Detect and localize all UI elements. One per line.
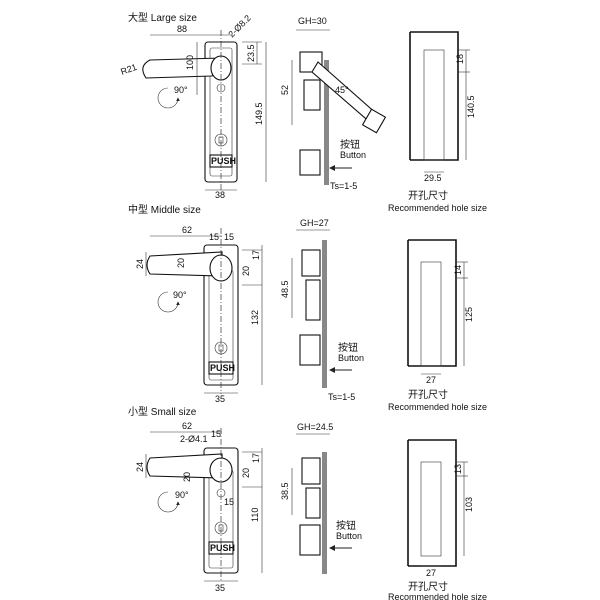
middle-handle xyxy=(146,251,223,277)
large-dim-90deg: 90° xyxy=(174,85,188,95)
small-hole-title-cn: 开孔尺寸 xyxy=(408,580,448,593)
large-dim-r21: R21 xyxy=(119,62,138,77)
small-dim-holes: 2-Ø4.1 xyxy=(180,434,208,444)
small-button-label-en: Button xyxy=(336,531,362,541)
large-front-view: PUSH 88 2-Ø8.2 R21 100 23.5 149.5 38 90° xyxy=(119,13,267,200)
small-dim-90deg: 90° xyxy=(175,490,189,500)
middle-dim-15a: 15 xyxy=(209,232,219,242)
middle-dim-20: 20 xyxy=(176,258,186,268)
middle-hole-dim-27: 27 xyxy=(426,375,436,385)
large-hole-dim-18: 18 xyxy=(455,54,465,64)
small-button-label-cn: 按钮 xyxy=(336,519,356,532)
middle-dim-gh: GH=27 xyxy=(300,218,329,228)
small-dim-20r: 20 xyxy=(241,468,251,478)
small-hole-view: 13 103 27 开孔尺寸 Recommended hole size xyxy=(388,439,487,600)
large-size-section: 大型 Large size PUSH 88 2-Ø8.2 R21 100 23.… xyxy=(119,11,487,213)
large-dim-149-5: 149.5 xyxy=(254,102,264,125)
small-dim-110: 110 xyxy=(250,508,260,522)
small-dim-38-5: 38.5 xyxy=(280,482,290,500)
middle-dim-48-5: 48.5 xyxy=(280,280,290,298)
middle-push-text: PUSH xyxy=(210,363,235,373)
large-dim-100: 100 xyxy=(185,55,195,70)
large-hole-title-cn: 开孔尺寸 xyxy=(408,189,448,202)
middle-front-view: PUSH 62 15 15 24 20 20 17 132 35 90° xyxy=(135,225,263,404)
middle-hole-view: 14 125 27 开孔尺寸 Recommended hole size xyxy=(388,239,487,412)
large-side-view: GH=30 52 45° 按钮 Button Ts=1-5 xyxy=(280,16,387,191)
small-dim-35: 35 xyxy=(215,583,225,593)
small-hole-dim-13: 13 xyxy=(453,464,463,474)
large-dim-38: 38 xyxy=(215,190,225,200)
middle-dim-17: 17 xyxy=(251,250,261,260)
middle-hole-dim-125: 125 xyxy=(464,307,474,322)
small-dim-17: 17 xyxy=(251,453,261,463)
small-dim-62: 62 xyxy=(182,421,192,431)
middle-dim-62: 62 xyxy=(182,225,192,235)
large-button-label-cn: 按钮 xyxy=(340,138,360,151)
small-handle xyxy=(146,453,223,479)
middle-button-label-en: Button xyxy=(338,353,364,363)
large-dim-ts: Ts=1-5 xyxy=(330,181,357,191)
middle-dim-132: 132 xyxy=(250,310,260,325)
large-handle xyxy=(142,57,223,79)
large-dim-45deg: 45° xyxy=(335,85,349,95)
large-dim-52: 52 xyxy=(280,85,290,95)
small-front-view: PUSH 62 2-Ø4.1 15 24 20 20 17 15 110 35 … xyxy=(135,421,263,593)
large-title: 大型 Large size xyxy=(128,11,197,24)
small-dim-15a: 15 xyxy=(211,429,221,439)
middle-button-label-cn: 按钮 xyxy=(338,341,358,354)
large-dim-holes: 2-Ø8.2 xyxy=(226,13,253,40)
small-hole-dim-103: 103 xyxy=(464,497,474,512)
large-dim-gh: GH=30 xyxy=(298,16,327,26)
middle-dim-24: 24 xyxy=(135,259,145,269)
middle-side-view: GH=27 48.5 按钮 Button Ts=1-5 xyxy=(280,218,364,402)
large-hole-view: 18 140.5 29.5 开孔尺寸 Recommended hole size xyxy=(388,31,487,213)
large-hole-dim-140-5: 140.5 xyxy=(466,95,476,118)
small-dim-15b: 15 xyxy=(224,497,234,507)
middle-hole-dim-14: 14 xyxy=(453,265,463,275)
middle-size-section: 中型 Middle size PUSH 62 15 15 24 20 20 17… xyxy=(128,203,487,412)
small-hole-title-en: Recommended hole size xyxy=(388,592,487,600)
large-hole-title-en: Recommended hole size xyxy=(388,203,487,213)
large-push-text: PUSH xyxy=(211,156,236,166)
middle-title: 中型 Middle size xyxy=(128,203,201,216)
large-dim-88: 88 xyxy=(177,24,187,34)
small-title: 小型 Small size xyxy=(128,405,197,418)
small-hole-dim-27: 27 xyxy=(426,568,436,578)
small-push-text: PUSH xyxy=(210,543,235,553)
large-dim-23-5: 23.5 xyxy=(246,44,256,62)
middle-dim-ts: Ts=1-5 xyxy=(328,392,355,402)
middle-dim-15b: 15 xyxy=(224,232,234,242)
large-hole-dim-29-5: 29.5 xyxy=(424,173,442,183)
middle-dim-20r: 20 xyxy=(241,266,251,276)
large-button-label-en: Button xyxy=(340,150,366,160)
small-side-view: GH=24.5 38.5 按钮 Button xyxy=(280,422,362,574)
middle-hole-title-en: Recommended hole size xyxy=(388,402,487,412)
small-dim-20: 20 xyxy=(182,472,192,482)
middle-dim-35: 35 xyxy=(215,394,225,404)
middle-dim-90deg: 90° xyxy=(173,290,187,300)
small-size-section: 小型 Small size PUSH 62 2-Ø4.1 15 24 20 20… xyxy=(128,405,487,600)
small-dim-gh: GH=24.5 xyxy=(297,422,333,432)
small-dim-24: 24 xyxy=(135,462,145,472)
middle-hole-title-cn: 开孔尺寸 xyxy=(408,388,448,401)
